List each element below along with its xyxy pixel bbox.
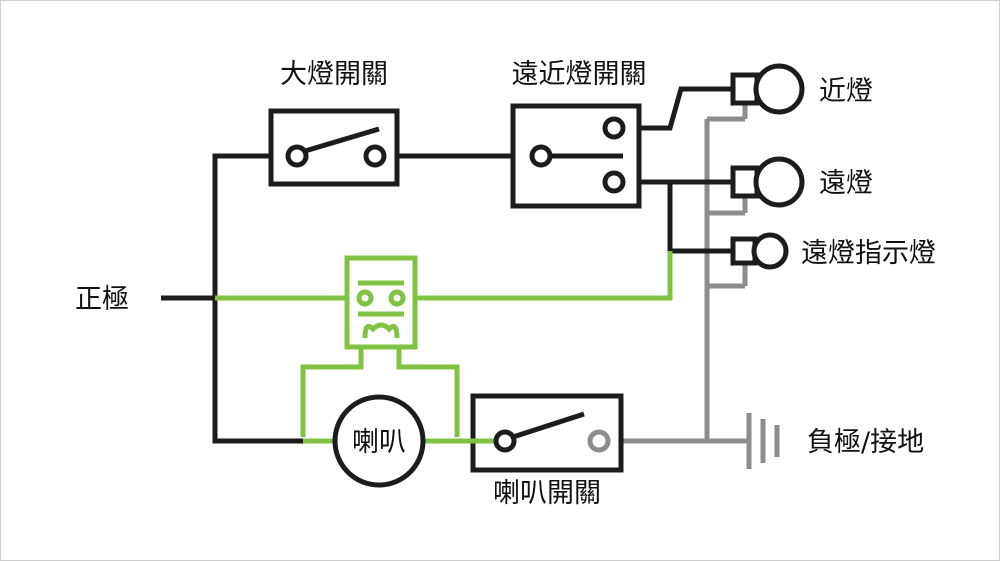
ground-label: 負極/接地 bbox=[807, 427, 924, 458]
low-beam-socket bbox=[730, 72, 760, 106]
horn-circuit-wiring bbox=[215, 251, 673, 437]
headlight-switch-terminal-left bbox=[285, 144, 309, 168]
low-beam-label: 近燈 bbox=[819, 76, 873, 107]
horn-switch-terminal-left bbox=[493, 429, 517, 453]
low-beam-bulb bbox=[753, 63, 805, 115]
green-wire-horn-left bbox=[300, 347, 364, 437]
horn: 喇叭 bbox=[303, 394, 471, 488]
green-wire-horn-right bbox=[396, 347, 460, 437]
horn-relay-box bbox=[344, 255, 418, 350]
horn-switch-lever bbox=[512, 411, 585, 440]
beam-switch[interactable] bbox=[510, 103, 642, 209]
relay-terminal-1 bbox=[356, 289, 374, 307]
horn-switch[interactable] bbox=[457, 393, 624, 473]
headlight-switch-terminal-right bbox=[363, 144, 387, 168]
main-wiring bbox=[161, 86, 733, 444]
high-beam-socket bbox=[730, 165, 760, 199]
beam-switch-common-terminal bbox=[529, 144, 553, 168]
horn-relay bbox=[344, 255, 418, 350]
positive-label: 正極 bbox=[75, 284, 129, 315]
headlight-switch-lever bbox=[304, 126, 380, 154]
beam-switch-high-terminal bbox=[602, 170, 626, 194]
high-beam-bulb bbox=[753, 156, 805, 208]
relay-terminal-2 bbox=[388, 289, 406, 307]
indicator-wire bbox=[667, 182, 733, 254]
green-wire-right bbox=[415, 251, 673, 301]
beam-switch-label: 遠近燈開關 bbox=[512, 59, 647, 90]
horn-label: 喇叭 bbox=[352, 427, 406, 458]
high-beam-lamp bbox=[730, 156, 805, 208]
headlight-switch-label: 大燈開關 bbox=[280, 59, 388, 90]
low-beam-wire bbox=[614, 86, 733, 131]
horn-body bbox=[332, 394, 426, 488]
high-beam-label: 遠燈 bbox=[819, 168, 873, 199]
indicator-bulb bbox=[751, 232, 789, 270]
high-beam-indicator-label: 遠燈指示燈 bbox=[801, 238, 936, 269]
ground-symbol bbox=[746, 413, 780, 469]
beam-switch-low-terminal bbox=[602, 116, 626, 140]
low-beam-lamp bbox=[730, 63, 805, 115]
headlight-switch[interactable] bbox=[268, 108, 400, 187]
horn-switch-terminal-right bbox=[587, 429, 611, 453]
relay-coil bbox=[362, 322, 400, 339]
horn-switch-label: 喇叭開關 bbox=[493, 478, 601, 509]
high-beam-indicator-lamp bbox=[730, 232, 789, 270]
